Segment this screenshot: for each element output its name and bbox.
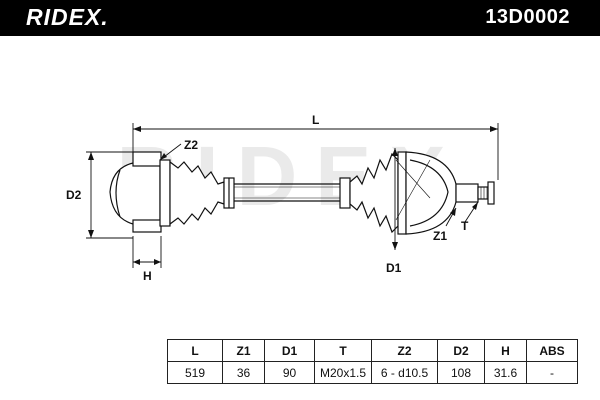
spec-table-value-row: 519 36 90 M20x1.5 6 - d10.5 108 31.6 -	[167, 361, 578, 384]
spec-header-cell: T	[314, 339, 372, 362]
label-D2: D2	[66, 188, 82, 202]
shaft-outline	[109, 151, 495, 235]
label-L: L	[312, 113, 319, 127]
spec-value-cell: 6 - d10.5	[371, 361, 438, 384]
spec-value-cell: 519	[167, 361, 223, 384]
spec-table: L Z1 D1 T Z2 D2 H ABS 519 36 90 M20x1.5 …	[167, 339, 578, 384]
label-H: H	[143, 269, 152, 283]
spec-value-cell: -	[526, 361, 578, 384]
spec-header-cell: D2	[437, 339, 485, 362]
spec-value-cell: 36	[222, 361, 265, 384]
spec-header-cell: D1	[264, 339, 315, 362]
spec-header-cell: Z1	[222, 339, 265, 362]
dimension-lines	[86, 123, 499, 268]
brand-logo: RIDEX.	[26, 4, 109, 30]
spec-value-cell: 31.6	[484, 361, 527, 384]
spec-header-cell: L	[167, 339, 223, 362]
spec-header-cell: Z2	[371, 339, 438, 362]
part-number: 13D0002	[485, 6, 570, 28]
spec-value-cell: M20x1.5	[314, 361, 372, 384]
spec-header-cell: ABS	[526, 339, 578, 362]
label-T: T	[461, 219, 469, 233]
spec-table-header-row: L Z1 D1 T Z2 D2 H ABS	[167, 339, 578, 362]
spec-value-cell: 90	[264, 361, 315, 384]
label-Z1: Z1	[433, 229, 447, 243]
spec-value-cell: 108	[437, 361, 485, 384]
header-bar: RIDEX. 13D0002	[0, 0, 600, 36]
label-Z2: Z2	[184, 138, 198, 152]
spec-header-cell: H	[484, 339, 527, 362]
drive-shaft-drawing: RIDEX	[66, 113, 499, 283]
label-D1: D1	[386, 261, 402, 275]
